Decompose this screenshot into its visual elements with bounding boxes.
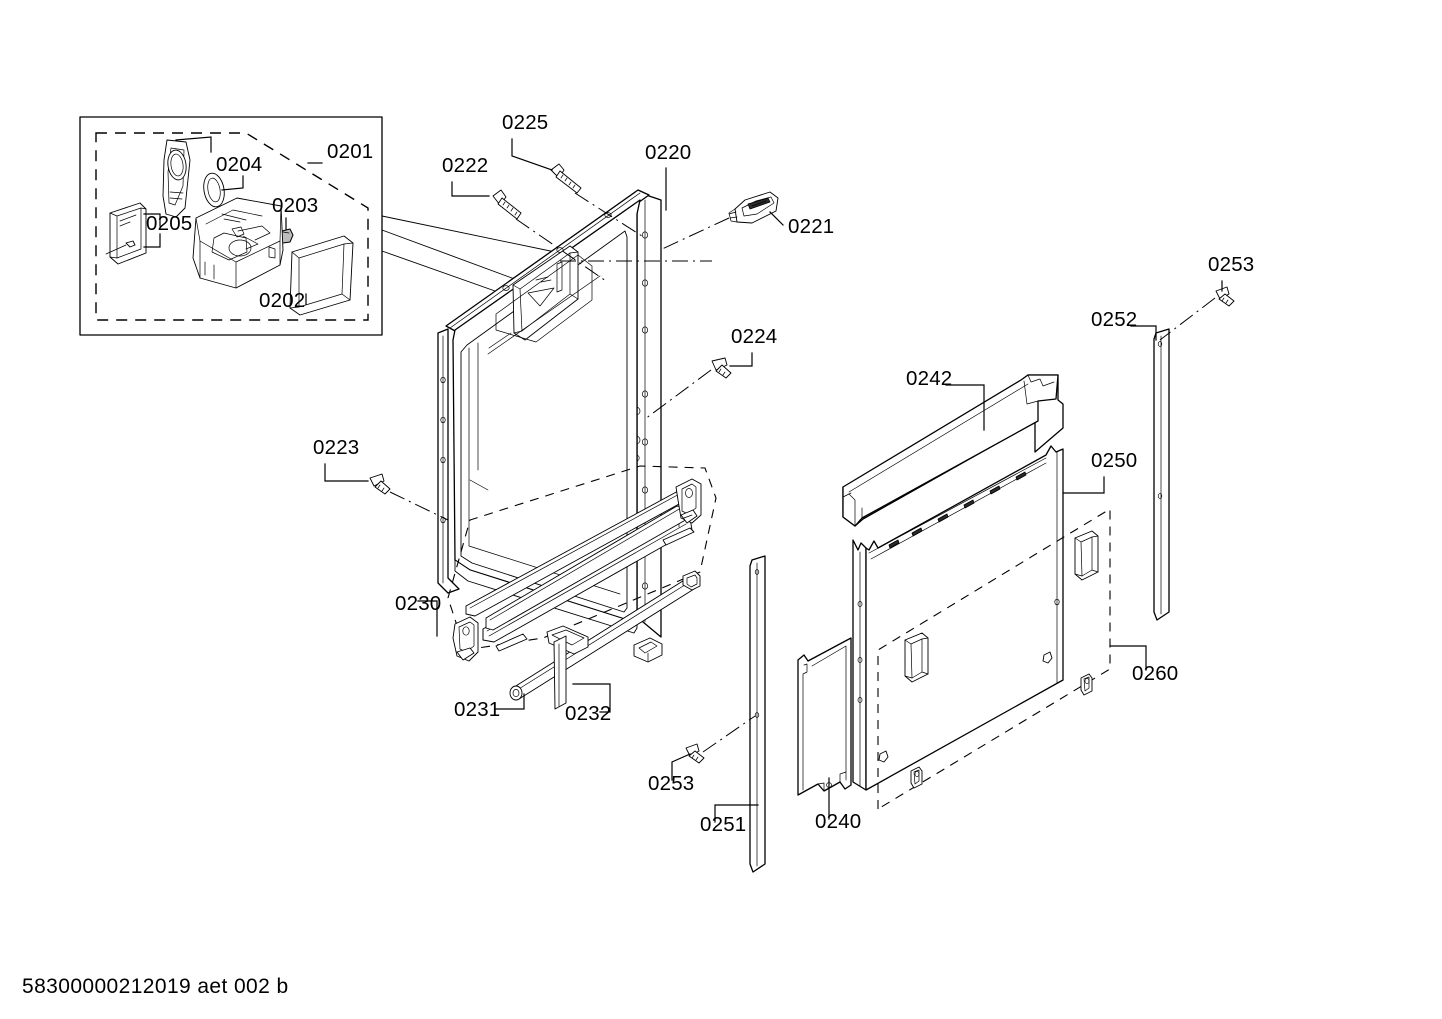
drawing-code-footer: 58300000212019 aet 002 b	[22, 975, 289, 998]
label-0201: 0201	[327, 140, 373, 163]
part-0230-hinge-rail-assembly	[447, 465, 717, 662]
part-0240-base-cover-plate	[797, 637, 852, 796]
hinge-bracket-left	[452, 616, 479, 662]
part-0225-screw	[550, 163, 582, 194]
panel-left-edge	[852, 539, 867, 791]
group-outline-0230	[447, 465, 717, 651]
inset-to-door-leaders	[381, 215, 561, 298]
panel-clip-lower	[904, 632, 929, 683]
part-0222-screw	[492, 189, 522, 220]
hinge-pin-left	[495, 633, 528, 652]
label-0202: 0202	[259, 289, 305, 312]
part-0220-inner-door-panel	[437, 189, 662, 638]
label-0252: 0252	[1091, 308, 1137, 331]
label-0230: 0230	[395, 592, 441, 615]
label-0221: 0221	[788, 215, 834, 238]
leader-0223	[324, 463, 369, 482]
leader-0253-bottom	[671, 753, 691, 781]
leader-dashdot-0223	[389, 491, 449, 521]
label-0222: 0222	[442, 154, 488, 177]
part-0221-door-latch	[728, 191, 779, 224]
label-0250: 0250	[1091, 449, 1137, 472]
part-0205-cover-plate	[105, 202, 147, 265]
label-0242: 0242	[906, 367, 952, 390]
label-0231: 0231	[454, 698, 500, 721]
label-0224: 0224	[731, 325, 777, 348]
label-0253-bottom: 0253	[648, 772, 694, 795]
part-0253-screw-bottom	[685, 743, 705, 764]
part-0232-bracket-lever	[546, 625, 663, 710]
leader-0230	[417, 600, 438, 637]
leader-0242	[945, 384, 985, 431]
label-0205: 0205	[146, 212, 192, 235]
label-0220: 0220	[645, 141, 691, 164]
part-0251-side-trim-strip	[749, 555, 766, 873]
label-0203: 0203	[272, 194, 318, 217]
leader-0251	[714, 804, 759, 823]
inset-leaders	[143, 136, 323, 305]
leader-dashdot-0253-bottom	[702, 715, 756, 753]
leader-0252	[1130, 325, 1157, 341]
leader-dashdot-0225	[574, 192, 646, 239]
leader-dashdot-0224	[644, 369, 712, 420]
leader-0224	[729, 352, 753, 367]
decor-feet-clips	[910, 673, 1093, 789]
leader-dashdot-0253-top	[1159, 297, 1216, 341]
leader-0250	[1063, 476, 1105, 494]
label-0251: 0251	[700, 813, 746, 836]
leader-dashdot-0221	[659, 217, 730, 251]
part-0224-screw	[711, 357, 732, 379]
part-0253-screw-top	[1215, 286, 1235, 307]
outer-leaders	[324, 138, 1223, 823]
label-0253-top: 0253	[1208, 253, 1254, 276]
panel-hook-left	[878, 750, 889, 763]
part-0252-side-trim-strip	[1153, 328, 1170, 621]
part-0201-module-body	[192, 197, 284, 289]
door-right-flange	[636, 191, 662, 638]
control-module-inset	[79, 116, 383, 336]
label-0225: 0225	[502, 111, 548, 134]
part-0223-screw	[369, 473, 391, 495]
leader-0222	[451, 181, 490, 197]
label-0240: 0240	[815, 810, 861, 833]
label-0204: 0204	[216, 153, 262, 176]
part-0250-outer-door-panel	[852, 445, 1099, 791]
panel-top-notches	[888, 471, 1027, 549]
leader-0260	[1109, 645, 1147, 671]
label-0232: 0232	[565, 702, 611, 725]
door-control-recess	[495, 245, 593, 343]
part-0260-decor-outline	[877, 508, 1111, 810]
leader-0221	[769, 211, 784, 226]
leader-dashdot-0222	[515, 218, 607, 282]
part-0242-top-trim-rail	[842, 374, 1064, 527]
inset-dashed-boundary	[95, 132, 369, 321]
panel-clip-upper	[1074, 530, 1099, 581]
label-0260: 0260	[1132, 662, 1178, 685]
leader-0232	[572, 683, 611, 713]
panel-hook-right	[1042, 651, 1053, 664]
hinge-bracket-right	[675, 478, 702, 524]
label-0223: 0223	[313, 436, 359, 459]
part-number-labels: 0201 0202 0203 0204 0205 0220 0221 0222 …	[146, 111, 1254, 836]
leader-0231	[495, 693, 525, 710]
hinge-pin-right	[662, 527, 695, 546]
part-0204-group	[162, 139, 225, 218]
leader-0225	[511, 138, 553, 171]
